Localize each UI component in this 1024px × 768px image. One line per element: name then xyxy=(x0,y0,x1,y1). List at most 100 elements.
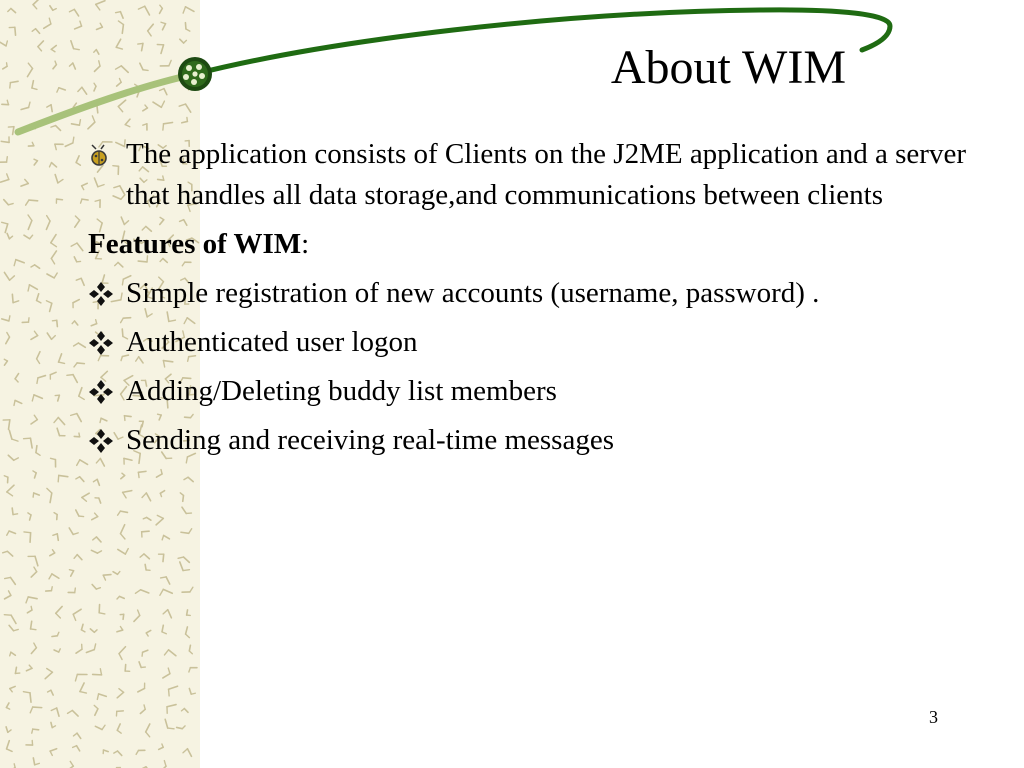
texture-mark xyxy=(93,60,101,73)
texture-mark xyxy=(68,527,79,536)
texture-mark xyxy=(156,43,165,55)
texture-mark xyxy=(116,723,122,734)
texture-mark xyxy=(137,5,151,16)
texture-mark xyxy=(94,497,102,504)
texture-mark xyxy=(57,474,69,483)
texture-mark xyxy=(23,234,34,240)
texture-mark xyxy=(49,371,57,380)
texture-mark xyxy=(75,459,89,467)
texture-mark xyxy=(180,707,189,714)
texture-mark xyxy=(71,744,81,752)
texture-mark xyxy=(159,576,171,585)
texture-mark xyxy=(187,202,198,213)
texture-mark xyxy=(4,331,11,345)
texture-mark xyxy=(29,620,37,631)
texture-mark xyxy=(160,451,173,460)
texture-mark xyxy=(137,682,146,693)
texture-mark xyxy=(134,588,150,595)
texture-mark xyxy=(72,342,87,349)
texture-mark xyxy=(7,7,17,14)
texture-mark xyxy=(1,550,14,557)
texture-mark xyxy=(155,195,161,208)
texture-mark xyxy=(30,566,38,578)
texture-mark xyxy=(112,570,121,576)
texture-mark xyxy=(146,195,155,208)
texture-mark xyxy=(0,136,10,144)
texture-mark xyxy=(51,319,59,328)
texture-mark xyxy=(158,4,164,15)
texture-mark xyxy=(50,250,58,265)
feature-text: Authenticated user logon xyxy=(126,326,418,358)
texture-mark xyxy=(159,159,168,168)
texture-mark xyxy=(138,62,149,72)
texture-mark xyxy=(30,330,39,341)
texture-mark xyxy=(46,103,54,113)
texture-mark xyxy=(117,547,129,555)
texture-mark xyxy=(72,608,82,622)
texture-mark xyxy=(132,238,148,245)
texture-mark xyxy=(158,216,165,226)
texture-mark xyxy=(2,198,14,206)
texture-mark xyxy=(22,690,32,703)
texture-mark xyxy=(33,158,39,166)
texture-mark xyxy=(184,139,191,148)
texture-mark xyxy=(54,143,64,151)
texture-mark xyxy=(22,437,33,449)
texture-mark xyxy=(94,724,106,731)
texture-mark xyxy=(116,625,124,633)
texture-mark xyxy=(124,118,131,128)
texture-mark xyxy=(44,667,54,680)
texture-mark xyxy=(139,283,150,294)
texture-mark xyxy=(31,79,38,91)
texture-mark xyxy=(142,516,152,521)
texture-mark xyxy=(68,62,77,70)
four-diamond-icon xyxy=(88,322,126,363)
texture-mark xyxy=(162,359,174,368)
texture-mark xyxy=(0,40,9,47)
texture-mark xyxy=(75,155,82,166)
texture-mark xyxy=(3,613,17,625)
texture-mark xyxy=(73,553,83,561)
texture-mark xyxy=(141,492,152,502)
texture-mark xyxy=(13,399,23,407)
texture-mark xyxy=(75,277,85,287)
texture-mark xyxy=(157,144,167,149)
slide-content: The application consists of Clients on t… xyxy=(88,134,968,469)
texture-mark xyxy=(144,308,153,318)
texture-mark xyxy=(1,99,10,106)
texture-mark xyxy=(157,553,165,563)
texture-mark xyxy=(6,530,17,536)
texture-mark xyxy=(66,373,79,384)
texture-mark xyxy=(14,372,20,383)
texture-mark xyxy=(80,182,89,191)
texture-mark xyxy=(116,510,129,516)
texture-mark xyxy=(14,666,21,675)
texture-mark xyxy=(57,353,66,365)
texture-mark xyxy=(74,215,81,229)
texture-mark xyxy=(70,39,80,51)
texture-mark xyxy=(93,82,97,92)
texture-mark xyxy=(185,452,197,464)
texture-mark xyxy=(166,311,177,323)
texture-mark xyxy=(92,536,102,543)
texture-mark xyxy=(85,643,97,654)
texture-mark xyxy=(2,419,11,431)
texture-mark xyxy=(46,272,58,279)
texture-mark xyxy=(137,42,144,52)
texture-mark xyxy=(96,218,103,233)
texture-mark xyxy=(177,556,191,564)
texture-mark xyxy=(183,316,196,325)
texture-mark xyxy=(3,475,9,484)
texture-mark xyxy=(36,374,47,385)
texture-mark xyxy=(35,350,41,365)
texture-mark xyxy=(162,759,167,768)
texture-mark xyxy=(3,590,12,600)
texture-mark xyxy=(142,338,153,342)
feature-text: Sending and receiving real-time messages xyxy=(126,424,615,456)
texture-mark xyxy=(53,648,61,653)
feature-text: Adding/Deleting buddy list members xyxy=(126,375,557,407)
texture-mark xyxy=(119,523,126,540)
texture-mark xyxy=(49,747,58,757)
texture-mark xyxy=(90,103,99,114)
texture-mark xyxy=(183,476,194,483)
